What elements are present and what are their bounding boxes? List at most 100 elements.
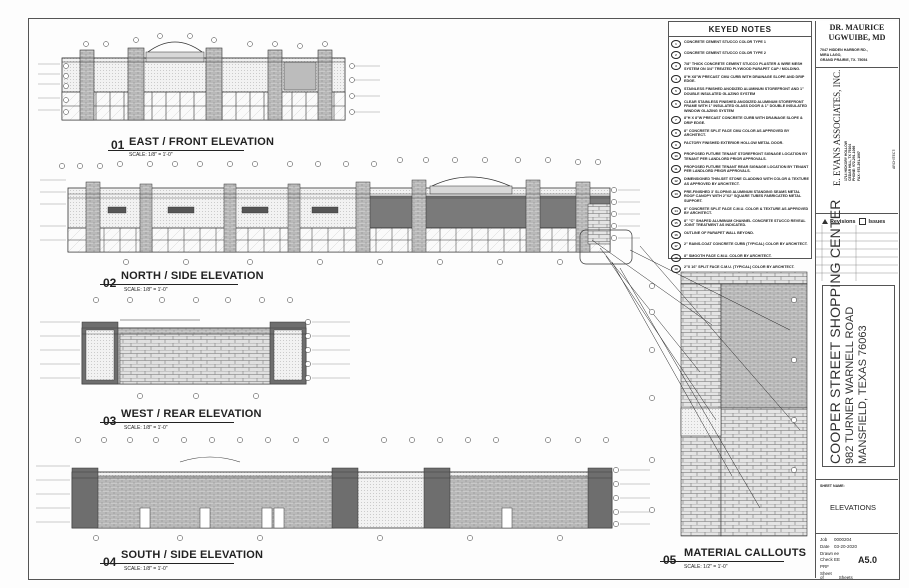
title-block-divider — [816, 213, 898, 214]
sheet-border — [28, 18, 900, 580]
keyed-note-text: 8"H X 8"W PRECAST CONCRETE CURB WITH DRA… — [684, 116, 803, 126]
keyed-note-text: CONCRETE CEMENT STUCCO COLOR TYPE 2 — [684, 51, 766, 56]
view-01-number: 01 — [111, 138, 125, 152]
view-05-number: 05 — [663, 553, 677, 567]
material-callouts-detail — [591, 239, 808, 537]
client-name: DR. MAURICE UGWUIBE, MD — [828, 23, 886, 42]
keyed-note-number: 12 — [671, 177, 681, 186]
keyed-note-number: 9 — [671, 141, 681, 150]
title-block-divider — [816, 533, 898, 534]
client-address: 7047 HIDDEN HARBOR RD., MIRA LAGO, GRAND… — [820, 48, 868, 62]
firm-address: 1714 HICKORY HOLLOW CEDAR HILL, TX 75104… — [844, 141, 861, 181]
keyed-note-text: DIMENSIONED THIN-SET STONE CLADDING WITH… — [684, 177, 809, 186]
keyed-note-text: PROPOSED FUTURE TENANT REAR SIGNAGE LOCA… — [684, 164, 809, 174]
keyed-note-text: PRE-FINISHED 3' SLOPING ALUMINUM STANDIN… — [684, 189, 802, 203]
project-city: MANSFIELD, TEXAS 76063 — [857, 325, 869, 464]
view-01-scale: SCALE: 1/8" = 1'-0" — [129, 152, 173, 158]
keyed-note-text: STAINLESS FINISHED ANODIZED ALUMINUM STO… — [684, 87, 804, 96]
keyed-note-number: 10 — [671, 152, 681, 161]
keyed-note-number: 16 — [671, 231, 681, 240]
project-name: COOPER STREET SHOPPING CENTER — [827, 199, 843, 464]
keyed-note-text: OUTLINE OF PARAPET WALL BEYOND. — [684, 231, 754, 236]
revisions-header: Revisions Issues — [822, 218, 885, 225]
revision-triangle-icon — [822, 219, 828, 224]
keyed-note-number: 11 — [671, 164, 681, 173]
view-02-number: 02 — [103, 276, 117, 290]
keyed-note-number: 5 — [671, 87, 681, 96]
keyed-note-text: 8" CONCRETE SPLIT FACE C.M.U. COLOR & TE… — [684, 206, 809, 216]
firm-name: E. EVANS ASSOCIATES, INC. — [832, 69, 842, 186]
view-03-title-underline — [100, 422, 234, 423]
project-street: 982 TURNER WARNELL ROAD — [844, 306, 856, 464]
keyed-note-text: CONCRETE CEMENT STUCCO COLOR TYPE 1 — [684, 40, 766, 44]
elevation-01-east-front — [38, 33, 380, 121]
keyed-note-number: 4 — [671, 74, 681, 83]
keyed-note-text: 8"H X8"W PRECAST CMU CURB WITH DRAINAGE … — [684, 74, 805, 84]
view-04-number: 04 — [103, 555, 117, 569]
keyed-note-number: 8 — [671, 128, 681, 137]
view-02-scale: SCALE: 1/8" = 1'-0" — [124, 287, 168, 293]
sheet-name-label: SHEET NAME: — [820, 484, 845, 488]
architect-label: ARCHITECT: — [892, 149, 896, 169]
keyed-note-number: 17 — [671, 242, 681, 251]
elevation-04-south-side — [36, 437, 650, 541]
title-block: DR. MAURICE UGWUIBE, MD 7047 HIDDEN HARB… — [815, 21, 898, 580]
keyed-note-number: 14 — [671, 206, 681, 215]
title-block-divider — [816, 479, 898, 480]
keyed-note-number: 18 — [671, 253, 681, 262]
project-title-box: COOPER STREET SHOPPING CENTER 982 TURNER… — [822, 199, 895, 467]
view-01-title: EAST / FRONT ELEVATION — [129, 136, 275, 148]
keyed-note-text: FACTORY FINISHED EXTERIOR HOLLOW METAL D… — [684, 141, 784, 146]
view-04-scale: SCALE: 1/8" = 1'-0" — [124, 566, 168, 572]
keyed-note-text: 2"X 16" SPLIT FACE C.M.U. (TYPICAL) COLO… — [684, 264, 795, 269]
view-03-scale: SCALE: 1/8" = 1'-0" — [124, 425, 168, 431]
sheet-name: ELEVATIONS — [830, 503, 876, 512]
keyed-note-text: 7/8" THICK CONCRETE CEMENT STUCCO PLASTE… — [684, 62, 803, 71]
keyed-note-number: 7 — [671, 116, 681, 125]
keyed-note-text: 8" SMOOTH FACE C.M.U. COLOR BY ARCHITECT… — [684, 253, 772, 258]
view-02-title-underline — [100, 284, 238, 285]
keyed-note-text: 2" RAINS-COAT CONCRETE CURB (TYPICAL) CO… — [684, 242, 808, 247]
revisions-grid — [816, 225, 898, 281]
sheet-number: A5.0 — [858, 555, 878, 565]
view-03-title: WEST / REAR ELEVATION — [121, 408, 262, 420]
view-05-title-underline — [660, 561, 784, 562]
keyed-note-text: 8" CONCRETE SPLIT FACE CMU COLOR AS APPR… — [684, 128, 790, 138]
keyed-note-number: 2 — [671, 51, 681, 60]
issues-box-icon — [859, 218, 867, 225]
elevation-03-west-rear — [40, 297, 350, 399]
view-05-scale: SCALE: 1/2" = 1'-0" — [684, 564, 728, 570]
architect-firm-block: E. EVANS ASSOCIATES, INC. 1714 HICKORY H… — [822, 69, 896, 193]
keyed-note-number: 19 — [671, 264, 681, 273]
view-02-title: NORTH / SIDE ELEVATION — [121, 270, 264, 282]
keyed-note-number: 3 — [671, 62, 681, 71]
keyed-note-number: 15 — [671, 218, 681, 227]
view-04-title-underline — [100, 563, 234, 564]
view-05-title: MATERIAL CALLOUTS — [684, 547, 807, 559]
keyed-notes-title: KEYED NOTES — [708, 25, 772, 34]
title-block-divider — [816, 67, 898, 68]
keyed-note-number: 6 — [671, 99, 681, 108]
keyed-note-text: CLEAR STAINLESS FINISHED ANODIZED ALUMIN… — [684, 99, 807, 113]
